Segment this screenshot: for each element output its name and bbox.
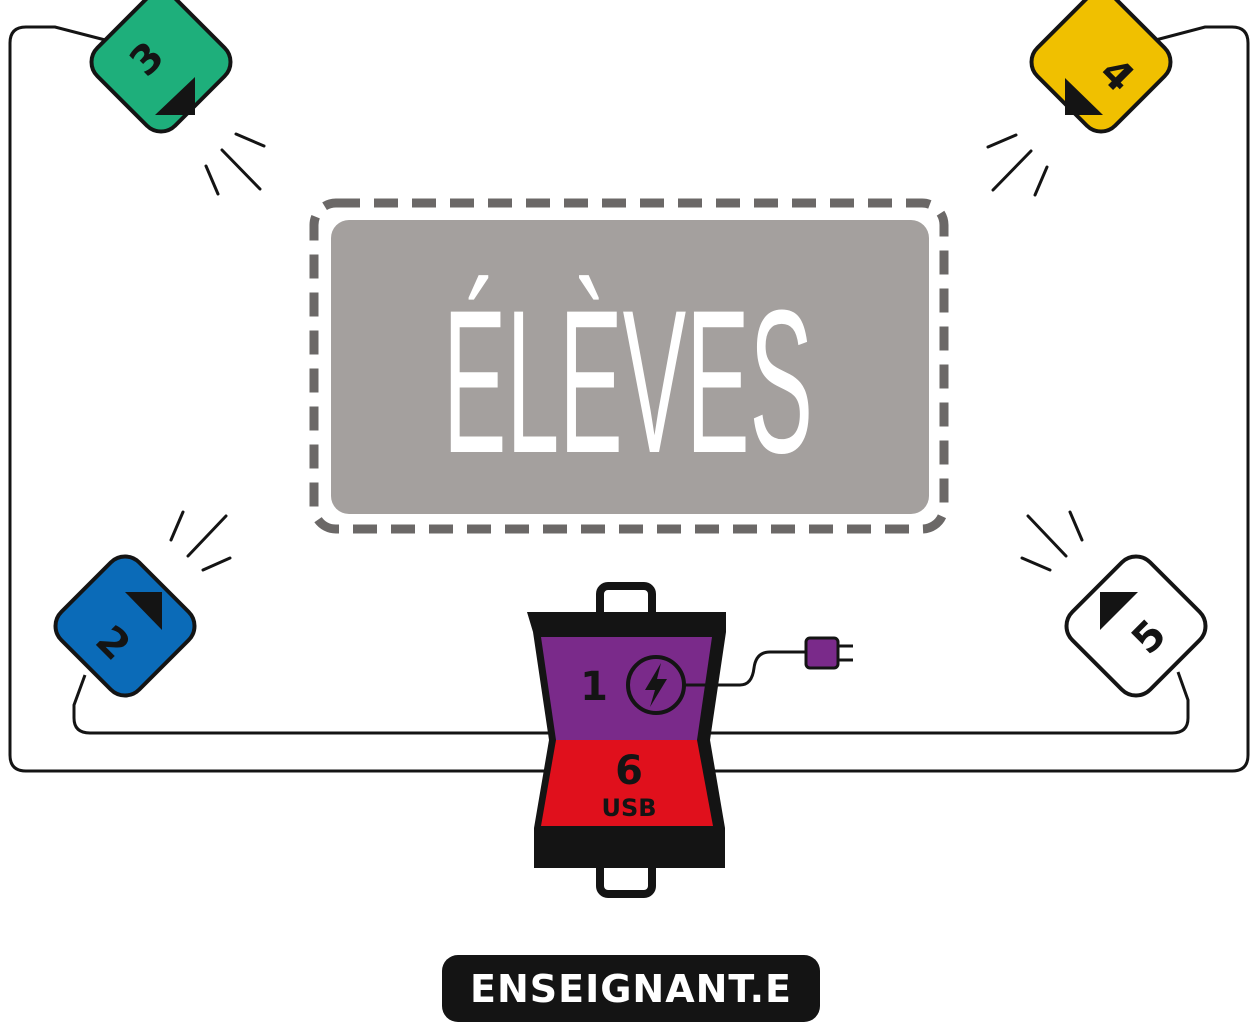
hub: 1 6 USB — [527, 586, 726, 894]
device-3: 3 — [83, 0, 264, 194]
plug-icon — [806, 638, 853, 668]
device-4-signal-icon — [988, 135, 1047, 195]
usb-port-number: 6 — [615, 748, 643, 794]
students-label: ÉLÈVES — [443, 268, 813, 496]
usb-label: USB — [601, 794, 656, 822]
device-3-signal-icon — [206, 134, 264, 194]
device-4: 4 — [988, 0, 1179, 195]
device-5-signal-icon — [1022, 512, 1082, 570]
teacher-label-box: ENSEIGNANT.E — [442, 955, 820, 1022]
device-2: 2 — [47, 512, 230, 704]
teacher-label: ENSEIGNANT.E — [470, 967, 792, 1011]
device-2-signal-icon — [171, 512, 230, 570]
device-5: 5 — [1022, 512, 1214, 704]
power-port-number: 1 — [580, 664, 608, 710]
